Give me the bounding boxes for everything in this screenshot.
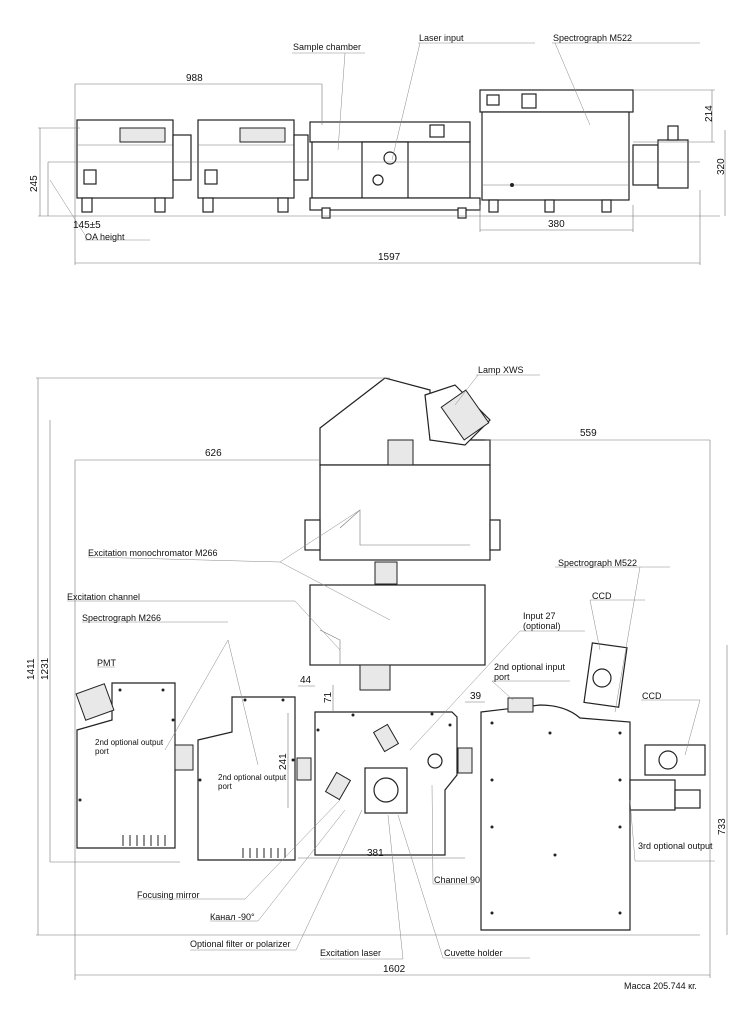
- label-spectrograph-m522-bottom: Spectrograph M522: [558, 558, 637, 568]
- label-input-port-line2: port: [494, 672, 510, 682]
- label-spectrograph-m522: Spectrograph M522: [553, 33, 632, 43]
- dim-145: 145±5: [73, 220, 101, 231]
- sample-chamber-top: [309, 121, 481, 219]
- label-focusing-mirror: Focusing mirror: [137, 890, 200, 900]
- sample-chamber: [314, 711, 473, 856]
- dim-241: 241: [278, 753, 289, 770]
- dim-626: 626: [205, 448, 222, 459]
- label-input-port: 2nd optional input: [494, 662, 566, 672]
- label-excitation-laser: Excitation laser: [320, 948, 381, 958]
- label-output-port-2-line2: port: [218, 782, 233, 791]
- dim-1411: 1411: [26, 658, 37, 680]
- pmt-spectrograph: [75, 682, 194, 849]
- label-oa-height: OA height: [85, 232, 125, 242]
- excitation-monochromator: [304, 377, 501, 691]
- label-channel-90: Channel 90: [434, 875, 480, 885]
- dim-733: 733: [717, 818, 728, 835]
- dim-71: 71: [323, 691, 334, 703]
- dim-39: 39: [470, 691, 482, 702]
- bottom-callouts: Lamp XWS Excitation monochromator M266 E…: [67, 365, 715, 991]
- spectrograph-m522-top: [479, 89, 689, 213]
- label-pmt: PMT: [97, 658, 117, 668]
- bottom-dimensions: 626 559 1602 44 39 381 1411 1231 71 241 …: [26, 377, 728, 980]
- label-ccd-2: CCD: [642, 691, 662, 701]
- label-3rd-output: 3rd optional output: [638, 841, 713, 851]
- label-output-port-1-line2: port: [95, 747, 110, 756]
- label-cuvette-holder: Cuvette holder: [444, 948, 503, 958]
- spectrograph-m522: [480, 642, 706, 931]
- dim-381: 381: [367, 848, 384, 859]
- top-view: 988 1597 380 145±5 245 214 320 Sample ch…: [29, 33, 727, 265]
- label-channel-minus-90: Канал -90°: [210, 912, 255, 922]
- dim-245: 245: [29, 175, 40, 192]
- monochromator-1: [76, 119, 192, 213]
- dim-44: 44: [300, 675, 312, 686]
- label-output-port-2: 2nd optional output: [218, 773, 287, 782]
- label-input-27: Input 27: [523, 611, 556, 621]
- label-excitation-channel: Excitation channel: [67, 592, 140, 602]
- dim-214: 214: [704, 105, 715, 122]
- label-output-port-1: 2nd optional output: [95, 738, 164, 747]
- label-laser-input: Laser input: [419, 33, 464, 43]
- label-ccd-1: CCD: [592, 591, 612, 601]
- spectrograph-m266: [197, 696, 312, 861]
- dim-1231: 1231: [40, 657, 51, 680]
- label-input-27-line2: (optional): [523, 621, 561, 631]
- dim-988: 988: [186, 73, 203, 84]
- dim-380: 380: [548, 219, 565, 230]
- monochromator-2: [197, 119, 309, 213]
- dim-559: 559: [580, 428, 597, 439]
- top-callouts: Sample chamber Laser input Spectrograph …: [85, 33, 700, 242]
- label-lamp-xws: Lamp XWS: [478, 365, 524, 375]
- dim-1602: 1602: [383, 964, 406, 975]
- mass-note: Масса 205.744 кг.: [624, 981, 697, 991]
- label-filter-polarizer: Optional filter or polarizer: [190, 939, 291, 949]
- top-dimensions: 988 1597 380 145±5 245 214 320: [29, 73, 727, 265]
- label-spectrograph-m266: Spectrograph M266: [82, 613, 161, 623]
- label-sample-chamber: Sample chamber: [293, 42, 361, 52]
- label-excitation-monochromator: Excitation monochromator M266: [88, 548, 218, 558]
- dim-320: 320: [716, 158, 727, 175]
- dim-1597: 1597: [378, 252, 401, 263]
- bottom-view: 626 559 1602 44 39 381 1411 1231 71 241 …: [26, 365, 728, 991]
